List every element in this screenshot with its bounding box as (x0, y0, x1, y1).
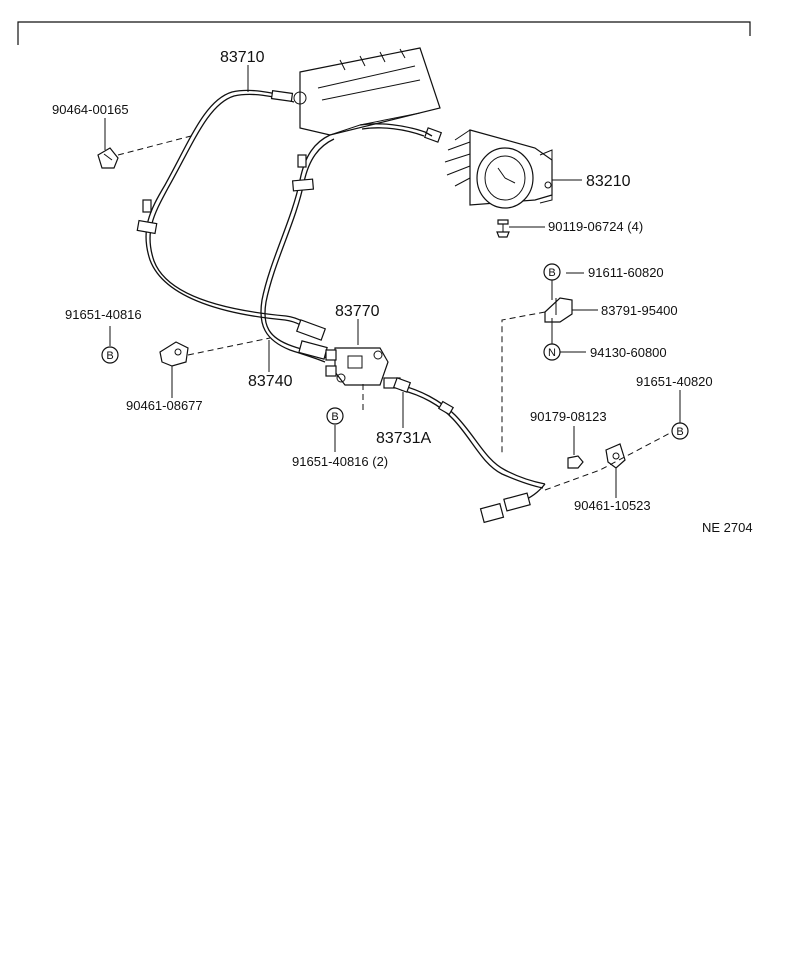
clamp-90461-10523 (605, 443, 626, 469)
label-94130-60800: 94130-60800 (590, 345, 667, 360)
label-91611-60820: 91611-60820 (588, 265, 664, 280)
bolt-symbol-91651-40820: B (671, 422, 689, 440)
cable-83740 (260, 123, 433, 363)
bolt-symbol-label: B (106, 350, 113, 362)
label-90461-10523: 90461-10523 (574, 498, 651, 513)
label-91651-40816: 91651-40816 (65, 307, 142, 322)
label-83210: 83210 (586, 173, 631, 190)
label-91651-40816-2: 91651-40816 (2) (292, 454, 388, 469)
label-90179-08123: 90179-08123 (530, 409, 607, 424)
label-83770: 83770 (335, 303, 380, 320)
clock-assembly (423, 127, 553, 209)
leader-lines (104, 65, 681, 498)
bolt-symbol-91611: B (543, 263, 561, 281)
clip-90464 (97, 147, 119, 169)
combination-meter (293, 47, 441, 136)
bolt-symbol-91651-40816-2: B (326, 407, 344, 425)
label-83710: 83710 (220, 49, 265, 66)
dashed-leaders (117, 134, 673, 491)
nut-90179 (567, 455, 584, 469)
bolt-symbol-label: B (331, 411, 338, 423)
bolt-symbol-label: B (548, 267, 555, 279)
diagram-reference-code: NE 2704 (702, 520, 753, 535)
speedometer-cable (136, 89, 318, 336)
nut-symbol-94130: N (543, 343, 561, 361)
cable-connectors (295, 319, 328, 360)
bolt-symbol-label: B (676, 426, 683, 438)
label-90461-08677: 90461-08677 (126, 398, 203, 413)
bracket-83791-95400 (544, 297, 573, 323)
cable-83731a (392, 377, 546, 524)
speedometer-divider (325, 347, 401, 389)
label-83791-95400: 83791-95400 (601, 303, 678, 318)
nut-symbol-label: N (548, 347, 556, 359)
label-90464-00165: 90464-00165 (52, 102, 129, 117)
label-83731a: 83731A (376, 430, 431, 447)
bolt-symbol-91651-40816: B (101, 346, 119, 364)
frame-border (17, 21, 751, 45)
screw-90119 (496, 219, 510, 238)
label-90119-06724: 90119-06724 (4) (548, 219, 643, 234)
bracket-90461-08677 (159, 341, 189, 367)
label-83740: 83740 (248, 373, 293, 390)
label-91651-40820: 91651-40820 (636, 374, 713, 389)
